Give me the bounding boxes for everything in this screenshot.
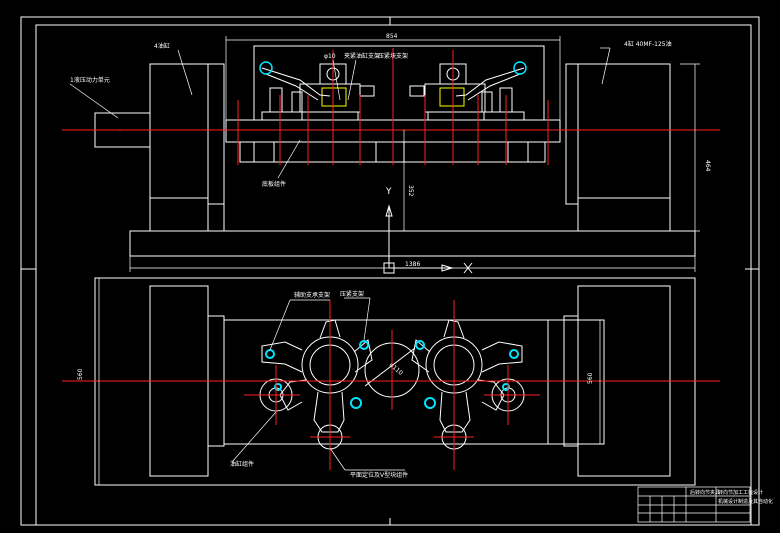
dim-center-height: 352 — [407, 185, 414, 197]
right-cylinder-block — [577, 63, 671, 232]
plan-table — [223, 319, 605, 445]
title-block — [637, 486, 751, 523]
sheet-border-outer — [20, 16, 760, 526]
upper-frame — [253, 45, 545, 121]
label-cylinder-right: 4缸 40MF-125油 — [624, 40, 672, 48]
dim-plan-right: 560 — [587, 372, 594, 384]
front-hole-left — [259, 61, 273, 75]
sheet-border-inner — [35, 24, 752, 526]
label-plan-support2: 压紧支架 — [340, 290, 364, 298]
front-view — [94, 45, 696, 257]
label-top-part3: φ10 — [324, 53, 336, 60]
label-plan-support1: 辅助支承支架 — [294, 291, 330, 299]
label-base: 底板组件 — [262, 180, 286, 188]
title-row2: 机械设计制造及其自动化 — [718, 498, 773, 505]
dim-plan-diameter: φ110 — [388, 362, 404, 377]
workpiece-right — [411, 319, 523, 433]
plan-centerlines — [62, 300, 720, 470]
label-top-part1: 夹紧油缸支架 — [344, 52, 380, 60]
front-hole-right — [513, 61, 527, 75]
title-row1: 转向节加工工装设计 — [718, 489, 763, 496]
label-plan-locate: 平面定位及V型块组件 — [350, 471, 408, 479]
front-leaders — [69, 47, 611, 179]
label-cylinder: 4油缸 — [154, 42, 170, 50]
label-top-part2: 压紧块支架 — [378, 52, 408, 60]
label-motor: 1液压动力单元 — [70, 76, 110, 84]
plan-dimensions — [98, 278, 601, 485]
dim-side-height: 464 — [704, 160, 711, 172]
dim-top-width: 854 — [386, 33, 398, 40]
ucs-axes — [383, 204, 473, 274]
left-cylinder-block — [149, 63, 225, 232]
dim-plan-left: 560 — [77, 368, 84, 380]
front-dimensions — [129, 36, 700, 272]
dim-base-length: 1386 — [405, 261, 420, 268]
title-drawing-name: 后转向节夹具 — [690, 489, 720, 496]
front-centerlines — [62, 48, 720, 165]
axis-y-label: Y — [385, 187, 392, 197]
label-plan-oil: 油缸组件 — [230, 460, 254, 468]
base-plate — [129, 230, 696, 257]
workpiece-left — [261, 319, 373, 433]
